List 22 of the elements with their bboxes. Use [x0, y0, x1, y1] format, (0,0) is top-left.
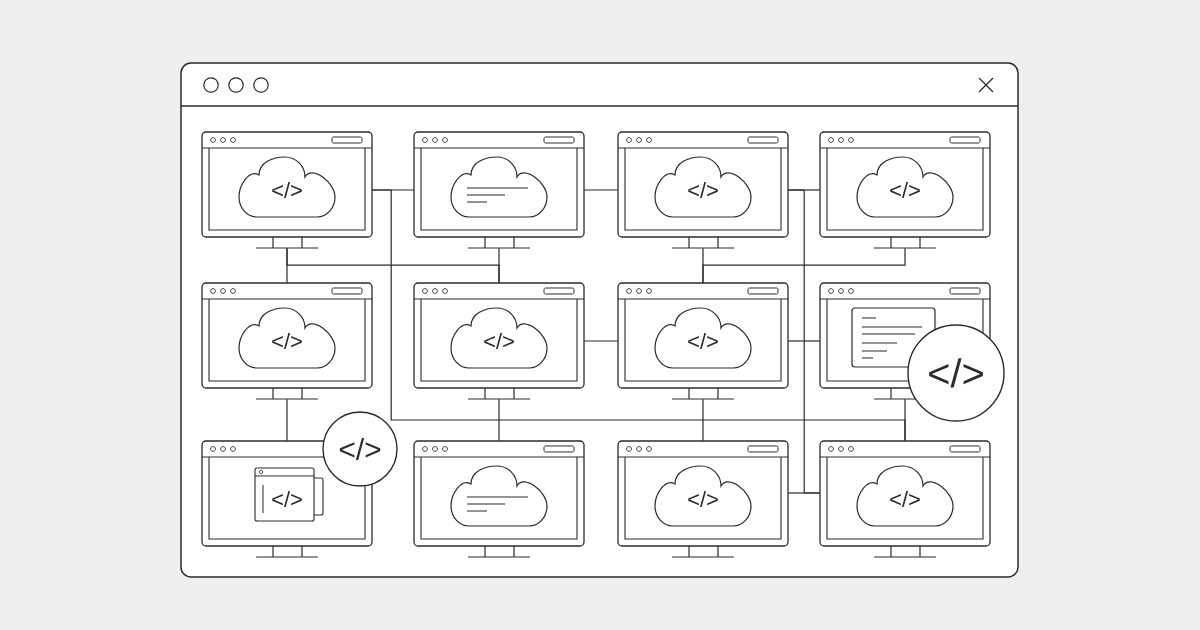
monitor [413, 131, 585, 249]
code-badge: </> [322, 411, 398, 487]
connector-line [286, 398, 288, 442]
monitor: </> [617, 131, 789, 249]
monitor: </> [201, 131, 373, 249]
code-badge: </> [907, 324, 1005, 422]
monitor: </> [617, 282, 789, 400]
connector-line [702, 247, 906, 284]
connector-line [702, 398, 704, 442]
monitor: </> [819, 440, 991, 558]
monitor: </> [201, 282, 373, 400]
connector-line [371, 189, 906, 442]
monitor: </> [413, 282, 585, 400]
monitor: </> [819, 131, 991, 249]
connector-line [498, 398, 500, 442]
monitor [413, 440, 585, 558]
connector-line [286, 247, 500, 284]
connector-line [787, 189, 821, 494]
connector-line [583, 189, 619, 191]
connector-line [583, 340, 619, 342]
connector-line [787, 340, 821, 342]
monitor: </> [617, 440, 789, 558]
